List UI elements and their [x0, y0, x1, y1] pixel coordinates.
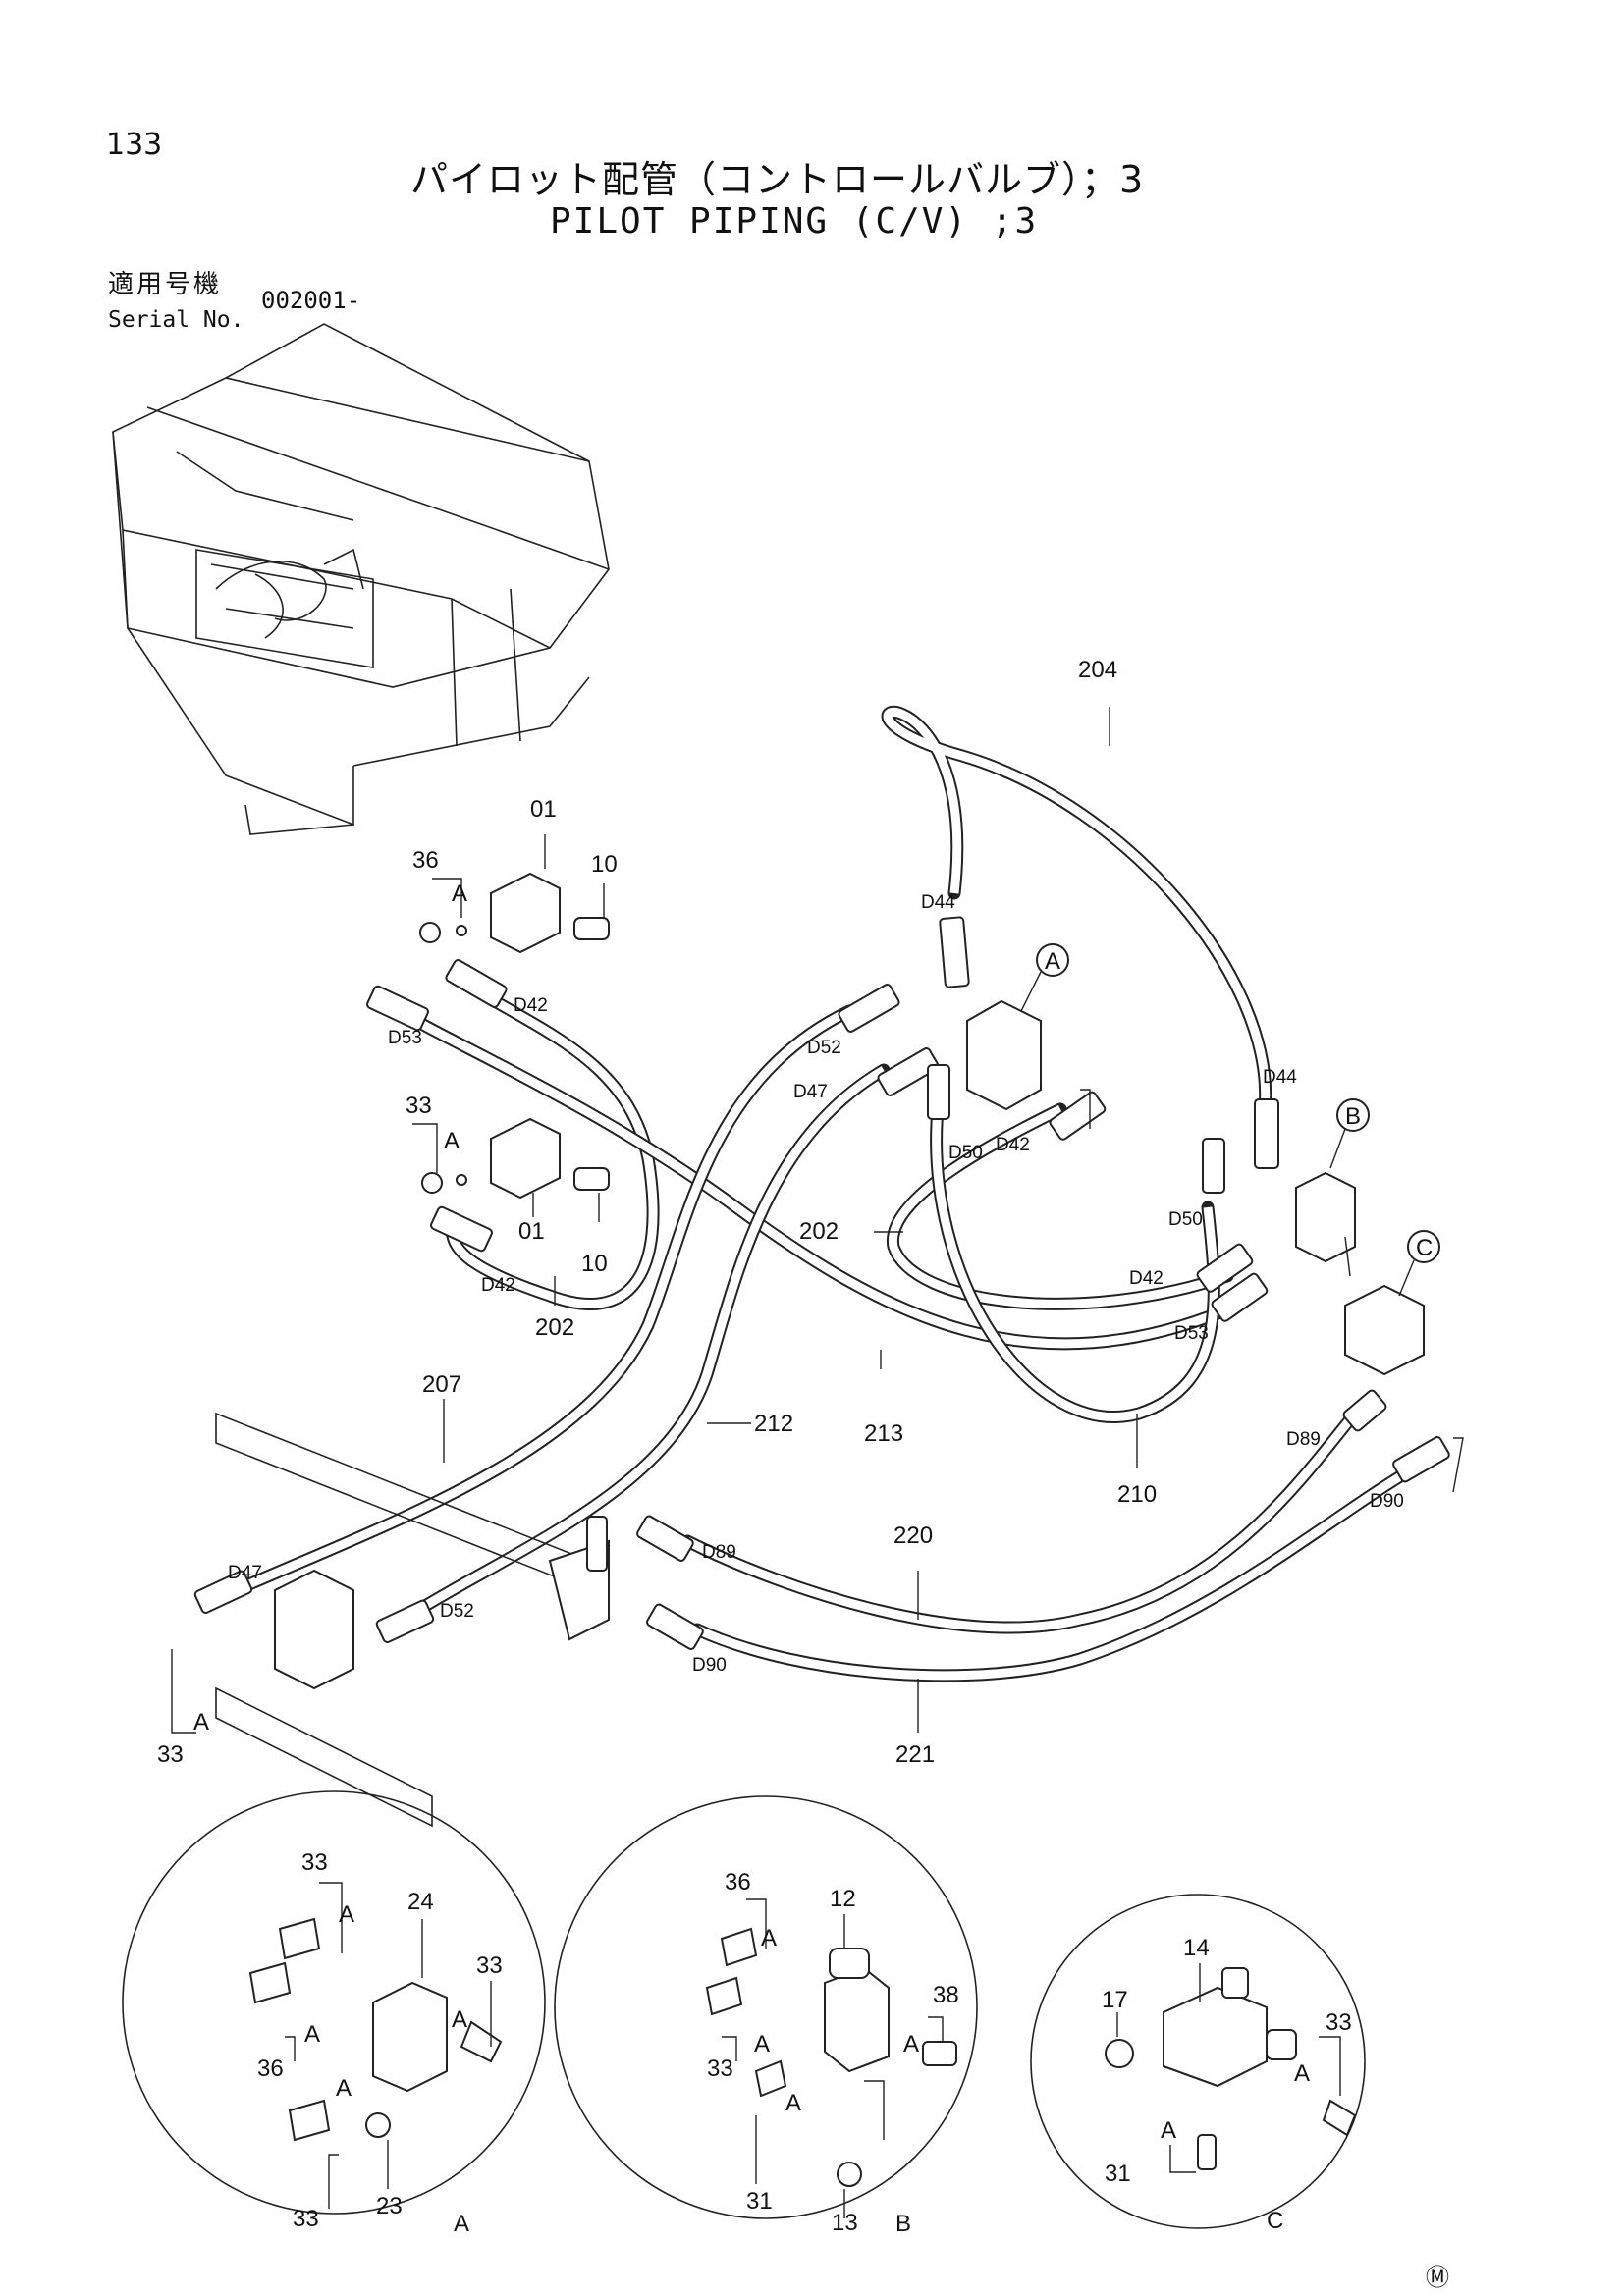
detail-c: 14 17 33 A A 31 C	[1030, 1894, 1366, 2234]
detail-b-label-36: 36	[725, 1869, 751, 1896]
callout-c-text: C	[1416, 1235, 1433, 1261]
label-d44-top: D44	[921, 892, 955, 913]
label-d52-top: D52	[807, 1038, 841, 1058]
detail-b: 36 A 12 38 A A 33 A 31 13 B	[554, 1795, 978, 2237]
detail-c-label-14: 14	[1183, 1935, 1210, 1961]
label-33-mid: 33	[406, 1093, 432, 1119]
part-labels: 01 10 36 A D42 D53 33 A 01 10 D42 202 20…	[157, 657, 1404, 1768]
machine-overview-illustration	[112, 323, 610, 835]
label-210: 210	[1117, 1481, 1157, 1508]
detail-a-label-a3: A	[304, 2021, 320, 2048]
label-33-low: 33	[157, 1741, 184, 1768]
callouts: A B C	[1020, 943, 1440, 1297]
detail-a-label-23: 23	[376, 2193, 403, 2219]
serial-label-jp: 適用号機	[108, 270, 223, 299]
detail-c-label-33: 33	[1326, 2009, 1352, 2036]
serial-value: 002001-	[261, 287, 361, 314]
detail-b-label-13: 13	[832, 2210, 858, 2236]
detail-b-label-a4: A	[785, 2090, 801, 2116]
label-d50-mid: D50	[948, 1143, 983, 1163]
label-d89-right: D89	[1286, 1429, 1321, 1450]
detail-b-label-a1: A	[761, 1925, 777, 1951]
hose-221	[690, 1456, 1431, 1682]
label-204: 204	[1078, 657, 1117, 683]
hoses	[229, 705, 1431, 1682]
detail-a-label-a1: A	[339, 1901, 354, 1928]
detail-c-label-31: 31	[1105, 2161, 1131, 2187]
detail-a-label-a4: A	[336, 2075, 352, 2102]
detail-c-label-a2: A	[1161, 2117, 1176, 2144]
leader-lines	[171, 707, 1464, 1734]
valve-blocks	[419, 872, 1425, 1376]
detail-b-label-12: 12	[830, 1886, 856, 1912]
label-d42-b: D42	[1129, 1268, 1164, 1289]
detail-c-label-a1: A	[1294, 2060, 1310, 2087]
label-221: 221	[895, 1741, 935, 1768]
detail-a-label-a2: A	[452, 2006, 467, 2033]
label-d44-right: D44	[1263, 1067, 1297, 1088]
detail-b-letter: B	[895, 2211, 911, 2237]
detail-a-label-33-top: 33	[301, 1849, 328, 1876]
label-d42-mid: D42	[481, 1275, 515, 1296]
serial-label: 適用号機 Serial No.	[108, 267, 244, 338]
detail-c-letter: C	[1267, 2208, 1283, 2234]
label-01-top: 01	[530, 796, 557, 823]
label-d47-top: D47	[793, 1082, 828, 1102]
detail-b-label-a2: A	[903, 2031, 919, 2057]
label-d47-low: D47	[228, 1563, 262, 1583]
label-d42-right: D42	[996, 1135, 1030, 1155]
hose-207	[229, 1004, 856, 1597]
detail-b-label-38: 38	[933, 1982, 959, 2008]
label-a-low: A	[193, 1709, 209, 1735]
label-a-mid: A	[444, 1128, 460, 1154]
detail-a-label-33-right: 33	[476, 1952, 503, 1979]
label-d90-right: D90	[1370, 1491, 1404, 1512]
label-01-mid: 01	[518, 1218, 545, 1245]
label-10-mid: 10	[581, 1251, 608, 1277]
label-212: 212	[754, 1411, 793, 1437]
callout-a-text: A	[1045, 948, 1060, 975]
label-a-top: A	[452, 881, 467, 907]
hose-220	[680, 1407, 1362, 1634]
label-d90-low: D90	[692, 1655, 727, 1676]
label-213: 213	[864, 1420, 903, 1447]
page-number: 133	[106, 128, 163, 162]
label-d42-top: D42	[514, 995, 548, 1016]
label-36-top: 36	[412, 847, 439, 874]
detail-a-label-24: 24	[407, 1889, 434, 1915]
detail-a-label-33-bottom: 33	[293, 2206, 319, 2232]
label-d52-low: D52	[440, 1601, 474, 1622]
detail-c-label-17: 17	[1102, 1987, 1128, 2013]
title-japanese: パイロット配管（コントロールバルブ）；3	[410, 158, 1145, 201]
label-202-left: 202	[535, 1314, 574, 1341]
control-valve	[215, 1412, 610, 1828]
hose-fittings	[193, 916, 1450, 1650]
detail-b-label-33: 33	[707, 2056, 733, 2082]
label-207: 207	[422, 1371, 461, 1398]
callout-b-text: B	[1345, 1103, 1361, 1130]
label-220: 220	[893, 1522, 933, 1549]
detail-a: 33 A 24 33 A A 36 A 33 23 A	[122, 1790, 546, 2237]
footer-mark: Ⓜ	[1426, 2264, 1449, 2291]
label-d50-right: D50	[1168, 1209, 1203, 1230]
detail-a-letter: A	[454, 2211, 469, 2237]
label-d53-left: D53	[388, 1028, 422, 1048]
label-10-top: 10	[591, 851, 618, 878]
serial-label-en: Serial No.	[108, 307, 244, 333]
label-202-right: 202	[799, 1218, 839, 1245]
detail-b-label-a3: A	[754, 2031, 770, 2057]
detail-a-label-36: 36	[257, 2056, 284, 2082]
label-d89-low: D89	[702, 1542, 736, 1563]
label-d53-b: D53	[1174, 1323, 1209, 1344]
title-english: PILOT PIPING (C/V) ;3	[550, 201, 1039, 241]
detail-b-label-31: 31	[746, 2188, 773, 2215]
